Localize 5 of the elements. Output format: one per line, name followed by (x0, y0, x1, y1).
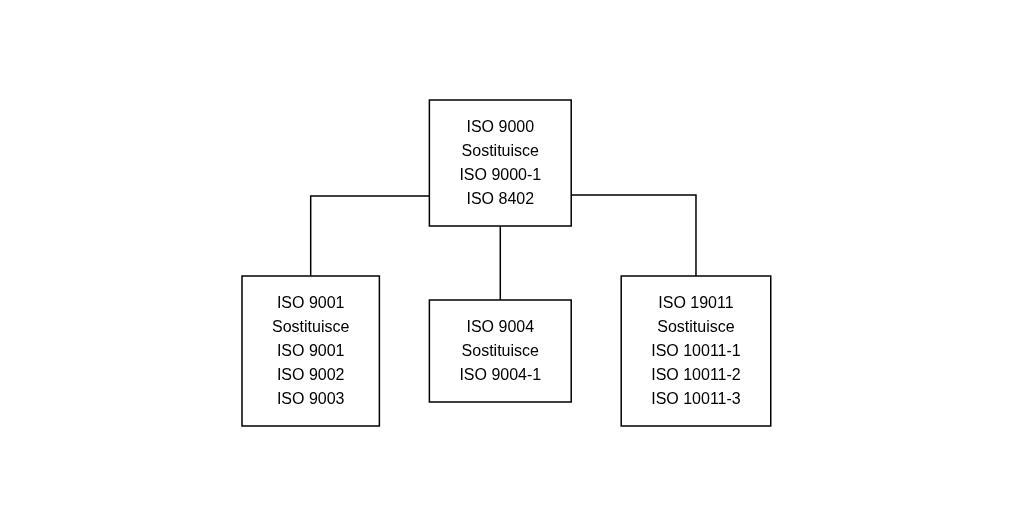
node-box: ISO 9000 Sostituisce ISO 9000-1 ISO 8402 (428, 99, 573, 227)
node-box: ISO 19011 Sostituisce ISO 10011-1 ISO 10011-2 ISO 10011-3 (620, 275, 772, 427)
node-box: ISO 9004 Sostituisce ISO 9004-1 (428, 299, 573, 403)
connector (499, 225, 502, 301)
node-box: ISO 9001 Sostituisce ISO 9001 ISO 9002 ISO 9003 (241, 275, 381, 427)
